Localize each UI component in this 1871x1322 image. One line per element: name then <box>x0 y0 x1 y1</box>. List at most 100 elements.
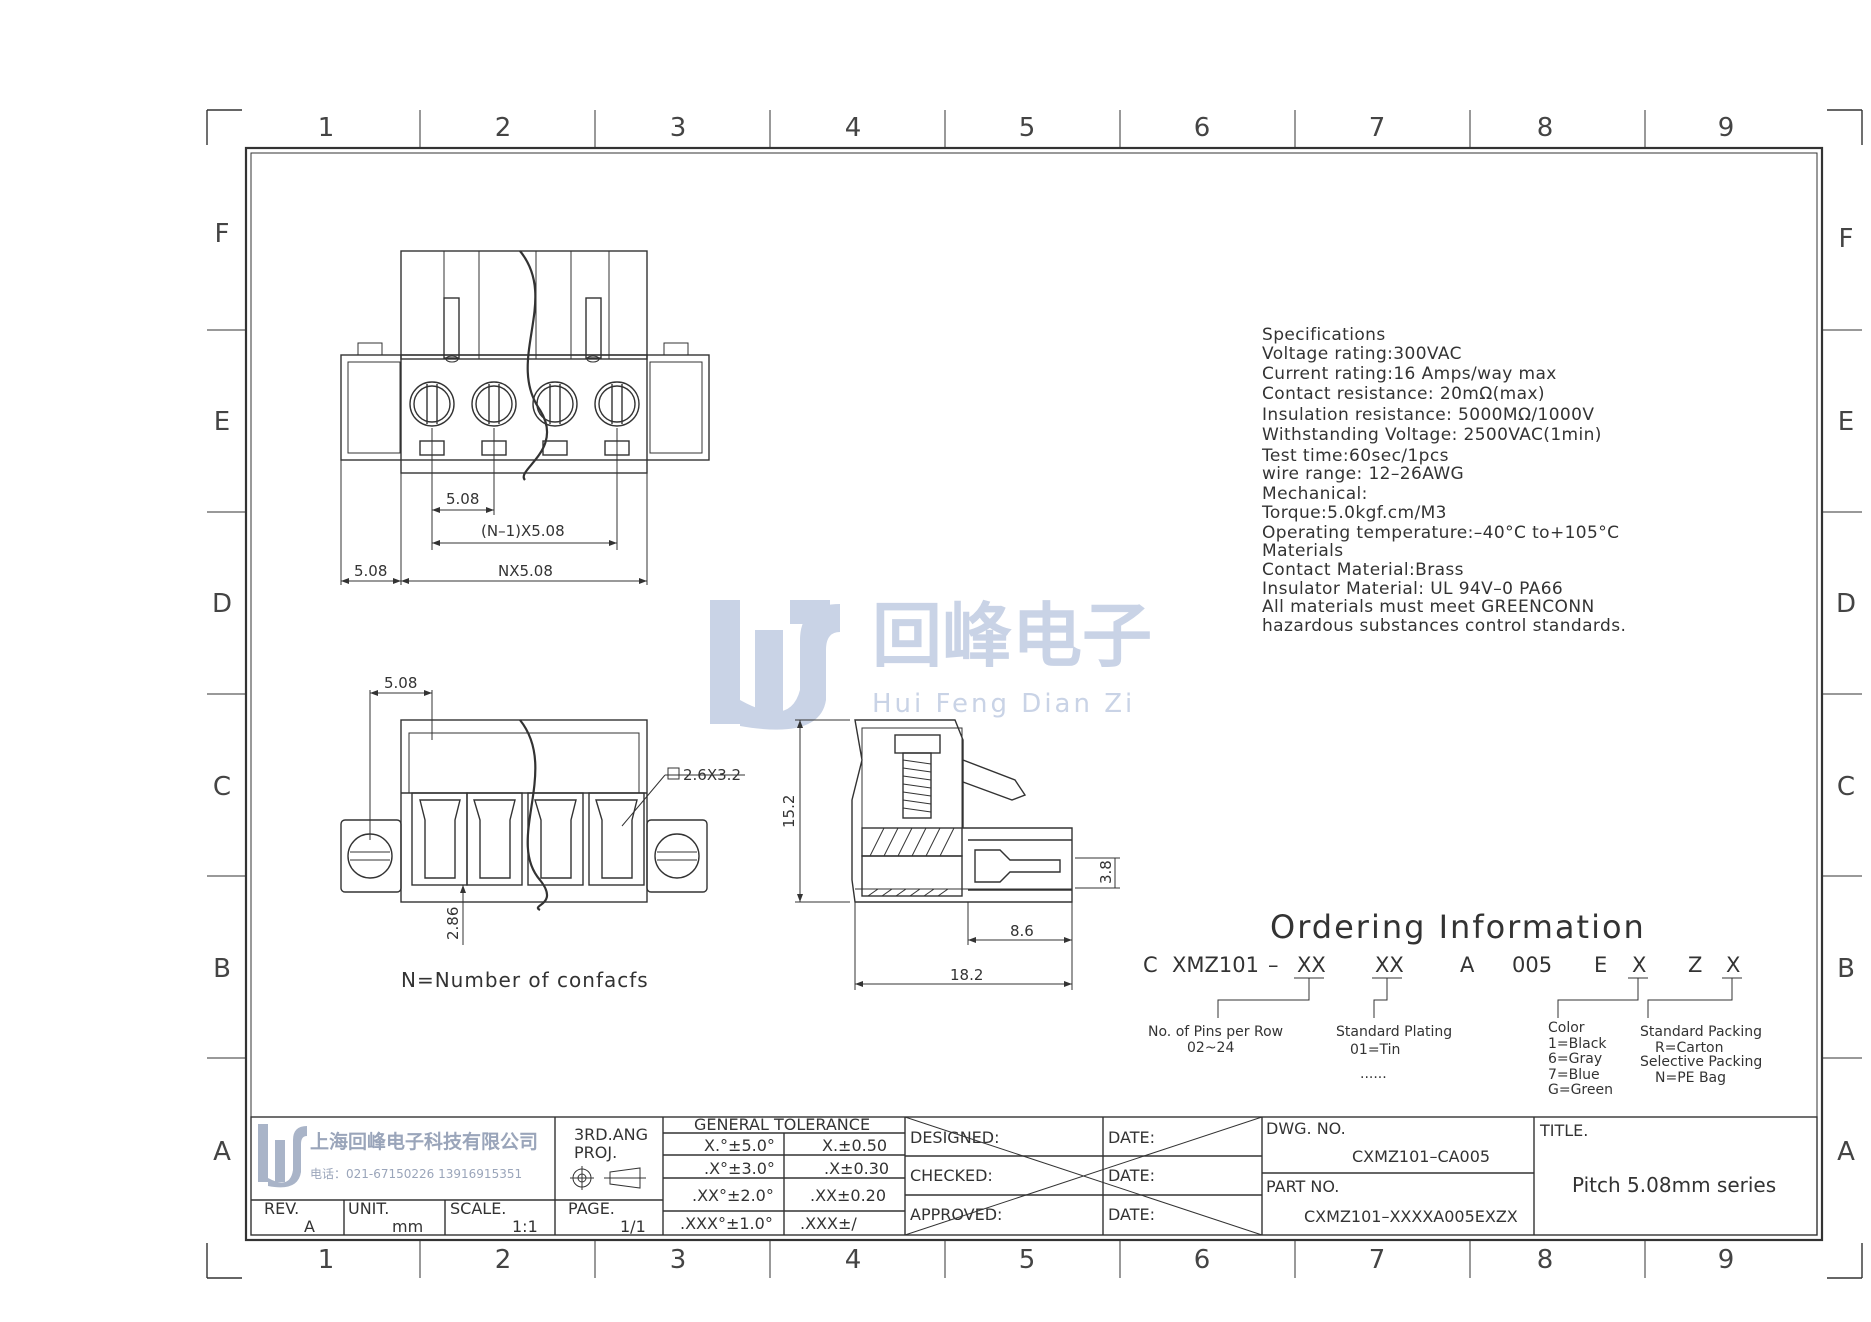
tolerance-0-angle: X.°±5.0° <box>704 1136 775 1155</box>
order-plating-label: Standard Plating <box>1336 1024 1452 1040</box>
front-view-drawing: 2.6X3.2 5.08 2.86 N=Number of confacfs <box>340 674 745 992</box>
designed-label: DESIGNED: <box>910 1128 1000 1147</box>
zone-col-1-top: 1 <box>318 113 335 143</box>
zone-row-d-left: D <box>212 589 232 619</box>
zone-col-6-bottom: 6 <box>1194 1245 1211 1275</box>
dim-edge-label: 5.08 <box>354 562 387 580</box>
tolerance-3-angle: .XXX°±1.0° <box>680 1214 773 1233</box>
part-no-label: PART NO. <box>1266 1177 1339 1196</box>
dim-bottom-label: 2.86 <box>444 907 462 940</box>
title-label: TITLE. <box>1539 1121 1588 1140</box>
spec-line-13: Insulator Material: UL 94V–0 PA66 <box>1262 579 1563 599</box>
order-code-dash: – <box>1268 953 1279 977</box>
zone-col-2-bottom: 2 <box>495 1245 512 1275</box>
order-packing-carton: R=Carton <box>1655 1040 1724 1056</box>
zone-col-4-bottom: 4 <box>845 1245 862 1275</box>
page-label: PAGE. <box>568 1199 615 1218</box>
scale-label: SCALE. <box>450 1199 506 1218</box>
zone-row-c-left: C <box>213 772 231 802</box>
spec-line-4: Insulation resistance: 5000MΩ/1000V <box>1262 405 1594 425</box>
dim-height-label: 15.2 <box>780 795 798 828</box>
date-designed-label: DATE: <box>1108 1128 1155 1147</box>
tolerance-3-linear: .XXX±/ <box>800 1214 857 1233</box>
unit-value: mm <box>392 1217 423 1236</box>
tolerance-1-linear: .X±0.30 <box>824 1159 889 1178</box>
zone-row-e-left: E <box>214 407 230 437</box>
spec-line-7: wire range: 12–26AWG <box>1262 464 1464 484</box>
top-view-drawing: 5.08 (N–1)X5.08 5.08 NX5.08 <box>340 250 710 585</box>
zone-col-8-top: 8 <box>1537 113 1554 143</box>
ordering-title: Ordering Information <box>1270 908 1646 946</box>
company-logo <box>258 1124 307 1188</box>
order-code-a: A <box>1460 953 1475 977</box>
dwg-no-label: DWG. NO. <box>1266 1119 1346 1138</box>
order-code-c: C <box>1143 953 1158 977</box>
zone-row-d-right: D <box>1836 589 1856 619</box>
zone-col-5-top: 5 <box>1019 113 1036 143</box>
order-color-3: G=Green <box>1548 1082 1613 1098</box>
zone-row-f-right: F <box>1839 224 1854 254</box>
zone-col-6-top: 6 <box>1194 113 1211 143</box>
part-no-value: CXMZ101–XXXXA005EXZX <box>1304 1207 1518 1226</box>
order-plating-tin: 01=Tin <box>1350 1042 1400 1058</box>
tolerance-2-angle: .XX°±2.0° <box>692 1186 774 1205</box>
dim-len-b-label: 18.2 <box>950 966 983 984</box>
order-plating-more: ...... <box>1360 1066 1387 1082</box>
order-pins-range: 02~24 <box>1187 1040 1234 1056</box>
zone-col-7-top: 7 <box>1369 113 1386 143</box>
approved-label: APPROVED: <box>910 1205 1002 1224</box>
scale-value: 1:1 <box>512 1217 538 1236</box>
watermark-pinyin-text: Hui Feng Dian Zi <box>872 689 1135 719</box>
note-number-of-contacts: N=Number of confacfs <box>401 968 649 992</box>
zone-row-c-right: C <box>1837 772 1855 802</box>
order-packing-pe: N=PE Bag <box>1655 1070 1726 1086</box>
order-code-005: 005 <box>1512 953 1552 977</box>
zone-col-8-bottom: 8 <box>1537 1245 1554 1275</box>
order-code-plating: XX <box>1375 953 1404 977</box>
tolerance-title: GENERAL TOLERANCE <box>694 1115 870 1134</box>
drawing-frame: 1 2 3 4 5 6 7 8 9 1 2 3 4 5 6 7 8 9 F E … <box>206 109 1863 1279</box>
title-block: 上海回峰电子科技有限公司 电话：021-67150226 13916915351… <box>250 1115 1818 1236</box>
spec-line-3: Contact resistance: 20mΩ(max) <box>1262 384 1545 404</box>
dwg-no-value: CXMZ101–CA005 <box>1352 1147 1490 1166</box>
order-code-e: E <box>1594 953 1607 977</box>
spec-line-0: Specifications <box>1262 325 1386 345</box>
side-view-drawing: 15.2 3.8 8.6 18.2 <box>780 719 1120 990</box>
unit-label: UNIT. <box>348 1199 389 1218</box>
dim-front-pitch-label: 5.08 <box>384 674 417 692</box>
projection-label: 3RD.ANG <box>574 1125 648 1144</box>
dim-pin-label: 3.8 <box>1097 860 1115 884</box>
order-packing-label: Standard Packing <box>1640 1024 1762 1040</box>
spec-line-14: All materials must meet GREENCONN <box>1262 597 1595 617</box>
rev-value: A <box>304 1217 315 1236</box>
watermark: 回峰电子 Hui Feng Dian Zi <box>710 595 1152 730</box>
zone-col-2-top: 2 <box>495 113 512 143</box>
zone-row-b-right: B <box>1837 954 1855 984</box>
order-code-pins: XX <box>1297 953 1326 977</box>
drawing-title: Pitch 5.08mm series <box>1572 1173 1776 1197</box>
zone-row-f-left: F <box>215 219 230 249</box>
order-code-packing: X <box>1726 953 1740 977</box>
order-color-label: Color <box>1548 1020 1585 1036</box>
zone-row-b-left: B <box>213 954 231 984</box>
zone-row-a-right: A <box>1837 1137 1855 1167</box>
spec-line-1: Voltage rating:300VAC <box>1262 344 1462 364</box>
order-color-2: 7=Blue <box>1548 1067 1600 1083</box>
zone-row-e-right: E <box>1838 407 1854 437</box>
date-checked-label: DATE: <box>1108 1166 1155 1185</box>
zone-col-3-bottom: 3 <box>670 1245 687 1275</box>
spec-line-5: Withstanding Voltage: 2500VAC(1min) <box>1262 425 1602 445</box>
zone-col-9-bottom: 9 <box>1718 1245 1735 1275</box>
proj-label: PROJ. <box>574 1143 617 1162</box>
watermark-cn-text: 回峰电子 <box>872 595 1152 677</box>
page-value: 1/1 <box>620 1217 646 1236</box>
spec-line-15: hazardous substances control standards. <box>1262 616 1626 636</box>
spec-line-10: Operating temperature:–40°C to+105°C <box>1262 523 1619 543</box>
watermark-logo <box>710 600 840 730</box>
order-color-0: 1=Black <box>1548 1036 1607 1052</box>
third-angle-projection-icon <box>570 1166 646 1190</box>
zone-col-5-bottom: 5 <box>1019 1245 1036 1275</box>
rev-label: REV. <box>264 1199 299 1218</box>
tolerance-0-linear: X.±0.50 <box>822 1136 887 1155</box>
